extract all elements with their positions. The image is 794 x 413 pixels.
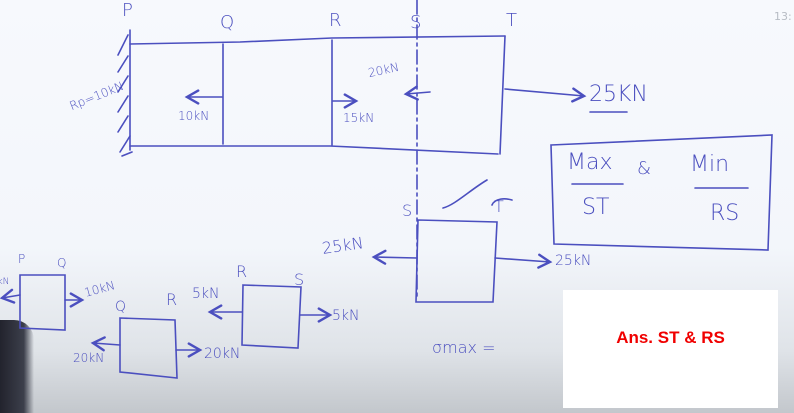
fbd-pq-box <box>19 274 66 331</box>
fbd-qr-right-force: 20kN <box>204 346 241 362</box>
fbd-st-right-force: 25kN <box>555 253 592 269</box>
fbd-rs-left-force: 5kN <box>192 286 220 302</box>
fbd-rs-right-force: 5kN <box>332 308 360 324</box>
presenter-shadow <box>0 320 34 413</box>
label-s: S <box>410 12 422 33</box>
wall-hatch <box>117 34 133 157</box>
fbd-st-s: S <box>402 201 413 220</box>
answer-text: Ans. ST & RS <box>616 328 725 347</box>
min-label: Min <box>690 152 730 177</box>
segment-st: ST <box>582 195 610 220</box>
label-q: Q <box>220 12 235 33</box>
and-label: & <box>637 158 652 179</box>
main-bar <box>129 0 506 301</box>
video-timestamp: 13: <box>774 10 792 23</box>
fbd-rs-box <box>241 284 302 349</box>
label-r: R <box>329 10 342 31</box>
fbd-st-box <box>415 219 498 303</box>
question-box <box>550 134 773 251</box>
arrow-fbd-st-right <box>494 253 553 269</box>
fbd-st-t: T <box>494 197 504 216</box>
arrow-fbd-st-left <box>371 249 418 265</box>
label-t: T <box>506 10 517 31</box>
force-10kn: 10kN <box>178 109 210 123</box>
fbd-qr-q: Q <box>115 299 127 315</box>
fbd-qr-box <box>119 317 178 379</box>
fbd-rs-r: R <box>236 262 248 281</box>
arrow-25kn-main <box>504 87 587 103</box>
label-p: P <box>122 0 133 21</box>
force-25kn: 25KN <box>589 82 648 107</box>
fbd-pq-left-force: 10kN <box>0 277 10 287</box>
sigma-max-label: σmax = <box>432 338 496 357</box>
fbd-rs-s: S <box>294 270 305 289</box>
segment-rs: RS <box>710 201 740 226</box>
fbd-qr-r: R <box>166 290 178 309</box>
force-15kn: 15kN <box>343 111 375 125</box>
answer-box: Ans. ST & RS <box>563 290 778 408</box>
fbd-pq-p: P <box>18 252 26 266</box>
arrow-20kn <box>403 85 431 101</box>
fbd-pq-q: Q <box>57 256 67 270</box>
max-label: Max <box>567 150 613 175</box>
fbd-qr-left-force: 20kN <box>73 351 105 365</box>
